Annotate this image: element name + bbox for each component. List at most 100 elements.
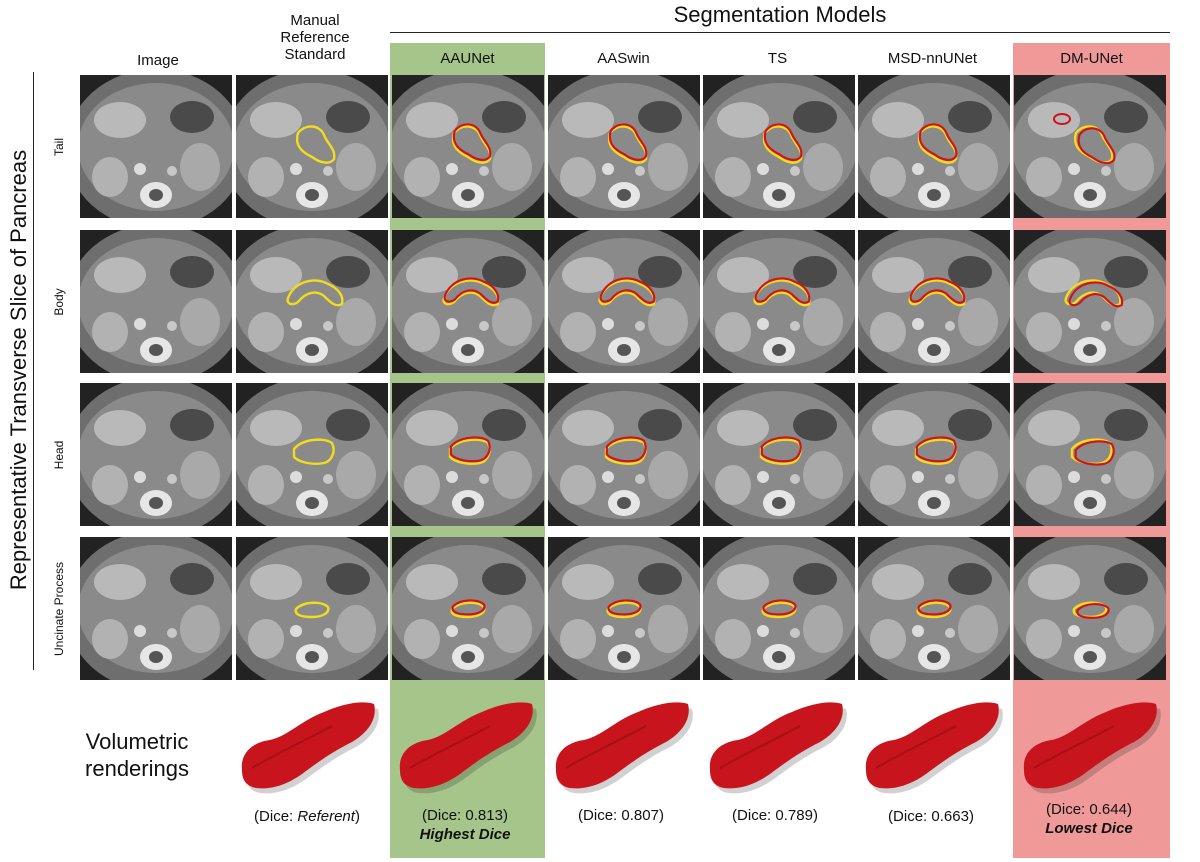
dice-suffix: ) <box>354 808 360 825</box>
reference-contour <box>442 279 500 307</box>
dice-label-aaswin: (Dice: 0.807) <box>546 806 696 825</box>
prediction-contour <box>763 123 803 161</box>
prediction-contour <box>605 436 647 463</box>
reference-contour <box>759 438 802 465</box>
prediction-contour <box>760 436 802 463</box>
reference-contour <box>451 125 492 164</box>
prediction-contour <box>762 599 797 616</box>
ct-tile-tail-reference <box>236 75 388 218</box>
dice-label-msd-nnunet: (Dice: 0.663) <box>856 807 1006 826</box>
ct-tile-body-dm-unet <box>1014 230 1166 373</box>
prediction-contour-extra <box>1053 113 1071 125</box>
prediction-contour <box>599 277 656 304</box>
dice-suffix: ) <box>1126 801 1132 818</box>
reference-contour <box>606 601 642 619</box>
ct-tile-head-dm-unet <box>1014 383 1166 526</box>
dice-suffix: ) <box>968 808 974 825</box>
column-header-ts: TS <box>767 50 788 67</box>
reference-contour <box>292 438 335 465</box>
reference-contour <box>914 438 957 465</box>
dice-note: Highest Dice <box>419 826 511 843</box>
dice-prefix: (Dice: <box>422 807 466 824</box>
dice-label-ts: (Dice: 0.789) <box>700 806 850 825</box>
dice-label-dm-unet: (Dice: 0.644) Lowest Dice <box>1014 800 1164 838</box>
ct-tile-tail-aaswin <box>548 75 700 218</box>
ct-tile-uncinate-process-dm-unet <box>1014 537 1166 680</box>
ct-tile-body-image <box>80 230 232 373</box>
prediction-contour <box>452 123 492 161</box>
volumetric-label: Volumetric renderings <box>85 729 189 781</box>
reference-contour <box>916 601 952 619</box>
volume-render-reference <box>232 690 382 800</box>
dice-value: 0.807 <box>621 807 659 824</box>
ct-tile-uncinate-process-aaswin <box>548 537 700 680</box>
dice-prefix: (Dice: <box>732 807 776 824</box>
row-label-uncinate-process: Uncinate Process <box>52 561 66 656</box>
reference-contour <box>598 279 656 307</box>
ct-tile-uncinate-process-image <box>80 537 232 680</box>
column-header-aaunet: AAUNet <box>440 50 495 67</box>
dice-label-reference: (Dice: Referent) <box>232 807 382 826</box>
ct-tile-body-aaunet <box>392 230 544 373</box>
ct-tile-body-reference <box>236 230 388 373</box>
reference-contour <box>753 279 811 307</box>
row-label-head: Head <box>52 440 66 469</box>
ct-tile-head-aaswin <box>548 383 700 526</box>
reference-contour <box>294 601 330 619</box>
prediction-contour <box>443 277 500 304</box>
column-header-reference: Manual Reference Standard <box>280 12 350 63</box>
dice-prefix: (Dice: <box>1046 801 1090 818</box>
ct-tile-tail-aaunet <box>392 75 544 218</box>
reference-contour <box>448 438 491 465</box>
dice-prefix: (Dice: <box>888 808 932 825</box>
section-title: Segmentation Models <box>673 2 887 27</box>
prediction-contour <box>451 599 486 616</box>
ct-tile-head-aaunet <box>392 383 544 526</box>
ct-tile-head-image <box>80 383 232 526</box>
side-title: Representative Transverse Slice of Pancr… <box>6 149 31 591</box>
column-header-aaswin: AASwin <box>597 50 650 67</box>
prediction-contour <box>1074 440 1115 466</box>
reference-contour <box>286 279 344 307</box>
prediction-contour <box>1068 281 1124 308</box>
ct-tile-tail-msd-nnunet <box>858 75 1010 218</box>
reference-contour <box>762 125 803 164</box>
dice-suffix: ) <box>502 807 508 824</box>
prediction-contour <box>607 599 642 616</box>
dice-note: Lowest Dice <box>1045 820 1133 837</box>
ct-tile-tail-ts <box>703 75 855 218</box>
ct-tile-head-reference <box>236 383 388 526</box>
prediction-contour <box>909 277 966 304</box>
reference-contour <box>908 279 966 307</box>
dice-value: 0.789 <box>775 807 813 824</box>
prediction-contour <box>917 599 952 616</box>
ct-tile-uncinate-process-aaunet <box>392 537 544 680</box>
reference-contour <box>607 125 648 164</box>
prediction-contour <box>754 277 811 304</box>
reference-contour <box>1072 601 1108 619</box>
reference-contour <box>604 438 647 465</box>
side-title-rule <box>33 72 34 670</box>
section-title-rule <box>390 32 1170 33</box>
ct-tile-head-ts <box>703 383 855 526</box>
reference-contour <box>761 601 797 619</box>
prediction-contour <box>608 123 648 161</box>
reference-contour <box>295 125 336 164</box>
column-header-image: Image <box>137 52 179 69</box>
dice-prefix: (Dice: <box>254 808 298 825</box>
ct-tile-tail-dm-unet <box>1014 75 1166 218</box>
volume-render-ts <box>700 690 850 800</box>
volume-render-aaswin <box>546 690 696 800</box>
ct-tile-uncinate-process-reference <box>236 537 388 680</box>
prediction-contour <box>1076 603 1110 619</box>
dice-suffix: ) <box>812 807 818 824</box>
dice-suffix: ) <box>658 807 664 824</box>
dice-value: 0.663 <box>931 808 969 825</box>
prediction-contour <box>449 436 491 463</box>
dice-value: 0.644 <box>1089 801 1127 818</box>
ct-tile-uncinate-process-ts <box>703 537 855 680</box>
ct-tile-uncinate-process-msd-nnunet <box>858 537 1010 680</box>
ct-tile-body-ts <box>703 230 855 373</box>
dice-prefix: (Dice: <box>578 807 622 824</box>
prediction-contour <box>918 123 958 161</box>
